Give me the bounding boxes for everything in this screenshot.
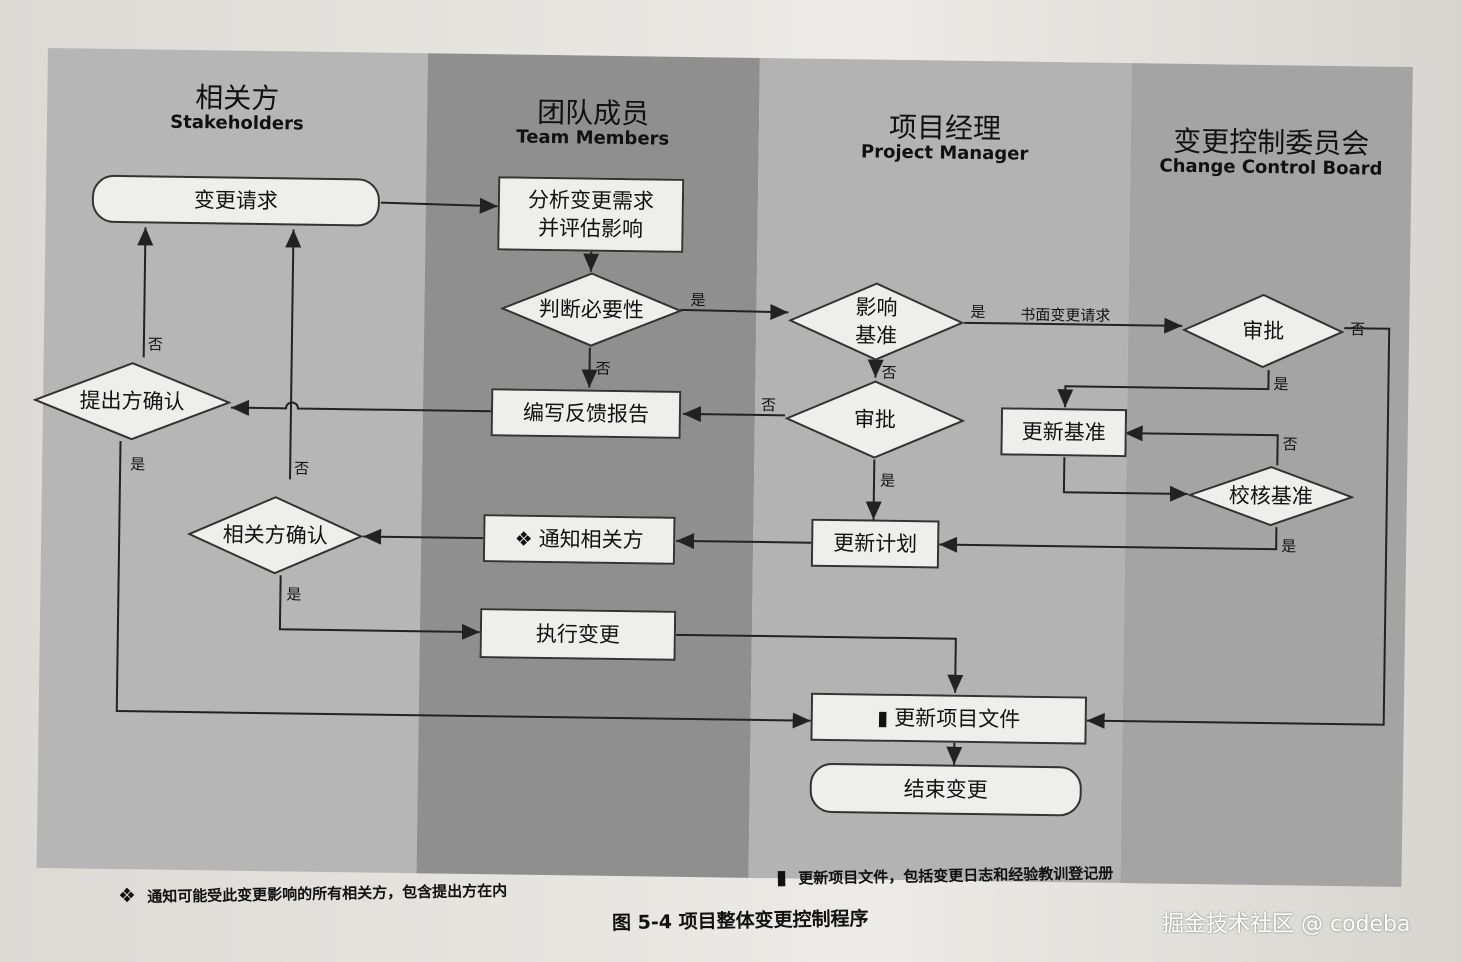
node-label: 变更请求 [193, 187, 279, 214]
node-label: 通知相关方 [538, 526, 644, 553]
no-label: 否 [881, 363, 897, 382]
no-label: 否 [1282, 435, 1298, 454]
judge-necessity-decision: 判断必要性 [499, 270, 683, 349]
diamond-cluster-icon: ❖ [514, 526, 533, 551]
yes-label: 是 [690, 290, 706, 310]
ccb-approve-decision: 审批 [1181, 292, 1345, 370]
no-label: 否 [147, 335, 164, 354]
node-label: 更新基准 [1021, 419, 1106, 445]
update-plan-node: 更新计划 [810, 518, 940, 569]
notify-stakeholders-node: ❖ 通知相关方 [482, 514, 676, 565]
no-label: 否 [1350, 320, 1366, 339]
write-feedback-node: 编写反馈报告 [490, 388, 682, 439]
yes-label: 是 [879, 471, 896, 490]
watermark: 掘金技术社区 @ codeba [1162, 912, 1411, 937]
node-label: 影响 基准 [854, 294, 898, 348]
node-label: 更新计划 [832, 530, 918, 557]
open-book-icon: ▮ [775, 864, 788, 889]
connector-lines [115, 197, 1391, 765]
node-label: 执行变更 [535, 621, 621, 647]
node-label: 结束变更 [903, 776, 988, 803]
execute-change-node: 执行变更 [479, 608, 677, 661]
yes-label: 是 [1273, 375, 1289, 394]
requester-confirm-decision: 提出方确认 [32, 360, 232, 443]
node-label: 审批 [1242, 318, 1285, 344]
node-label: 判断必要性 [538, 296, 645, 323]
end-change-node: 结束变更 [809, 762, 1083, 817]
node-label: 更新项目文件 [894, 705, 1021, 732]
node-label: 审批 [853, 407, 897, 432]
pm-approve-decision: 审批 [784, 378, 966, 461]
change-request-node: 变更请求 [91, 174, 381, 227]
no-label: 否 [294, 459, 310, 478]
no-label: 否 [760, 395, 777, 415]
impact-baseline-decision: 影响 基准 [787, 280, 965, 362]
yes-label: 是 [1281, 537, 1297, 556]
stakeholder-confirm-decision: 相关方确认 [186, 494, 364, 576]
update-docs-node: ▮ 更新项目文件 [810, 692, 1088, 745]
open-book-icon: ▮ [877, 705, 889, 730]
diamond-cluster-icon: ❖ [117, 883, 137, 908]
node-label: 分析变更需求 并评估影响 [527, 187, 655, 242]
node-label: 相关方确认 [222, 522, 328, 548]
verify-baseline-decision: 校核基准 [1187, 464, 1355, 528]
node-label: 提出方确认 [79, 388, 185, 414]
no-label: 否 [595, 359, 611, 378]
analyze-node: 分析变更需求 并评估影响 [497, 176, 685, 253]
update-baseline-node: 更新基准 [1000, 407, 1128, 458]
node-label: 校核基准 [1228, 483, 1314, 509]
written-request-label: 书面变更请求 [1020, 305, 1111, 325]
flowchart-sheet: 相关方 Stakeholders 团队成员 Team Members 项目经理 … [32, 48, 1413, 887]
yes-label: 是 [970, 302, 986, 322]
figure-caption: 图 5-4 项目整体变更控制程序 [611, 907, 869, 935]
node-label: 编写反馈报告 [522, 400, 650, 427]
yes-label: 是 [130, 455, 146, 474]
yes-label: 是 [286, 585, 302, 604]
